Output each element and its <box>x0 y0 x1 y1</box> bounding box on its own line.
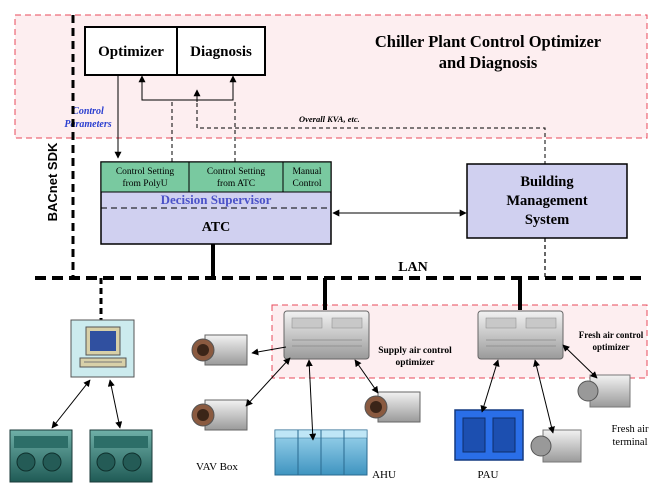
vav-box-icon-3 <box>364 391 421 423</box>
atc-label: ATC <box>202 220 231 235</box>
lan-label: LAN <box>398 260 428 275</box>
atc-panel: Control Setting from PolyU Control Setti… <box>100 161 332 245</box>
fresh-air-terminal-label-2: terminal <box>613 437 648 448</box>
vav-box-icon-2 <box>191 399 248 431</box>
fresh-optimizer-label-1: Fresh air control <box>579 330 644 340</box>
fresh-air-terminal-label-1: Fresh air <box>611 424 649 435</box>
supply-optimizer-label-2: optimizer <box>395 358 435 368</box>
vav-box-icon-1 <box>191 334 248 366</box>
bacnet-sdk-label: BACnet SDK <box>45 142 60 221</box>
fresh-optimizer-label-2: optimizer <box>593 342 630 352</box>
vav-box-label: VAV Box <box>196 461 238 473</box>
cell-manual-line1: Manual <box>292 167 321 177</box>
fresh-air-terminal-icon-1 <box>577 374 631 408</box>
supply-optimizer-label-1: Supply air control <box>378 346 452 356</box>
pau-label: PAU <box>478 469 499 481</box>
overall-kva-label: Overall KVA, etc. <box>299 114 360 124</box>
pau-icon <box>454 409 524 461</box>
bms-line2: Management <box>506 193 588 209</box>
control-parameters-label: Control <box>72 106 104 117</box>
supply-air-controller <box>283 310 370 360</box>
chiller-icon-1 <box>9 429 73 483</box>
decision-supervisor-label: Decision Supervisor <box>161 192 272 207</box>
optimizer-label: Optimizer <box>98 44 164 60</box>
cell-atc-line1: Control Setting <box>207 167 266 177</box>
diagnosis-label: Diagnosis <box>190 44 252 60</box>
control-parameters-label-2: Parameters <box>64 119 111 130</box>
cell-atc-line2: from ATC <box>217 178 255 189</box>
fresh-air-terminal-icon-2 <box>530 429 582 463</box>
optimizer-diagnosis-box: Optimizer Diagnosis <box>84 26 266 76</box>
ahu-icon <box>274 429 368 476</box>
cell-polyu-line2: from PolyU <box>122 178 167 189</box>
ahu-label: AHU <box>372 469 396 481</box>
diagram-title-line2: and Diagnosis <box>439 53 538 72</box>
bms-box: Building Management System <box>466 163 628 239</box>
cell-manual-line2: Control <box>292 179 321 189</box>
diagram-title-line1: Chiller Plant Control Optimizer <box>375 32 601 51</box>
bms-line3: System <box>525 212 569 228</box>
cell-polyu-line1: Control Setting <box>116 167 175 177</box>
fresh-air-controller <box>477 310 564 360</box>
chiller-icon-2 <box>89 429 153 483</box>
pc-workstation-icon <box>70 319 135 378</box>
bms-line1: Building <box>520 174 574 190</box>
